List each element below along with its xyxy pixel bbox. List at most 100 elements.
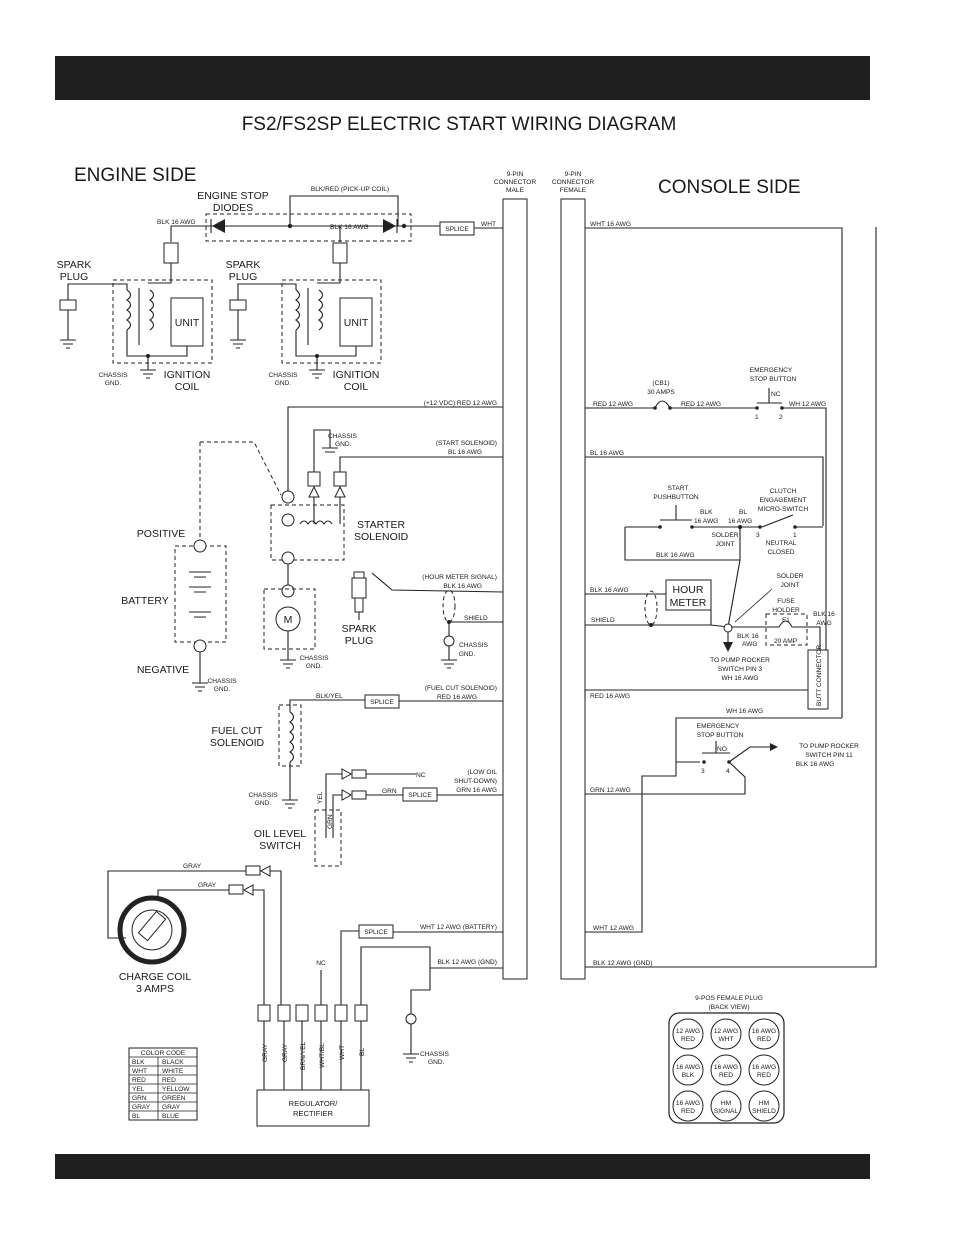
svg-text:3: 3	[756, 532, 760, 539]
console-blk-12-gnd: BLK 12 AWG (GND)	[585, 227, 877, 968]
svg-text:2: 2	[779, 414, 783, 421]
svg-text:CONNECTOR: CONNECTOR	[552, 179, 595, 186]
svg-text:BL: BL	[359, 1048, 366, 1056]
svg-text:PLUG: PLUG	[60, 271, 89, 283]
svg-text:BUTT CONNECTOR: BUTT CONNECTOR	[816, 644, 823, 706]
start-solenoid-wire: (START SOLENOID) BL 16 AWG CHASSIS GND.	[307, 429, 503, 498]
spark-plug-1: SPARK PLUG	[57, 259, 91, 349]
svg-text:JOINT: JOINT	[715, 541, 734, 548]
svg-text:COIL: COIL	[344, 381, 369, 393]
svg-text:BLK/YEL: BLK/YEL	[316, 693, 343, 700]
footer-bar	[55, 1154, 870, 1179]
svg-text:GND.: GND.	[275, 380, 292, 387]
svg-text:WHT: WHT	[718, 1036, 733, 1043]
svg-text:SPARK: SPARK	[342, 623, 377, 635]
butt-connector: BUTT CONNECTOR	[807, 644, 829, 710]
svg-text:SPLICE: SPLICE	[408, 792, 432, 799]
svg-text:IGNITION: IGNITION	[333, 369, 380, 381]
svg-text:12 AWG: 12 AWG	[676, 1028, 700, 1035]
svg-text:BLK 16 AWG: BLK 16 AWG	[443, 583, 482, 590]
svg-text:PUSHBUTTON: PUSHBUTTON	[653, 494, 699, 501]
clutch-micro-switch: CLUTCH ENGAGEMENT MICRO-SWITCH 3 1 NEUTR…	[756, 488, 823, 556]
blk-12-gnd-wire: BLK 12 AWG (GND) CHASSIS GND.	[360, 946, 503, 1066]
svg-text:M: M	[284, 614, 293, 626]
svg-text:WHT 12 AWG: WHT 12 AWG	[593, 925, 634, 932]
svg-text:IGNITION: IGNITION	[164, 369, 211, 381]
svg-text:HM: HM	[721, 1100, 731, 1107]
svg-text:16 AWG: 16 AWG	[752, 1064, 776, 1071]
svg-text:HM: HM	[759, 1100, 769, 1107]
svg-text:(HOUR METER SIGNAL): (HOUR METER SIGNAL)	[422, 574, 497, 581]
svg-text:WHT/BL: WHT/BL	[319, 1043, 326, 1068]
svg-text:START: START	[667, 485, 688, 492]
svg-text:9-PIN: 9-PIN	[565, 171, 582, 178]
svg-text:NEUTRAL: NEUTRAL	[766, 540, 797, 547]
svg-text:GND.: GND.	[306, 663, 323, 670]
svg-text:STOP BUTTON: STOP BUTTON	[750, 376, 797, 383]
svg-text:CHASSIS: CHASSIS	[459, 642, 489, 649]
svg-text:GND.: GND.	[428, 1059, 445, 1066]
svg-text:RED: RED	[681, 1036, 695, 1043]
svg-text:SOLDER: SOLDER	[711, 532, 738, 539]
svg-text:AWG: AWG	[742, 641, 758, 648]
svg-text:YEL: YEL	[317, 791, 324, 804]
svg-text:GRN 12 AWG: GRN 12 AWG	[590, 787, 631, 794]
svg-text:GND.: GND.	[459, 651, 476, 658]
svg-text:SWITCH PIN 3: SWITCH PIN 3	[718, 666, 763, 673]
solder-joint-2: SOLDER JOINT BLK 16 AWG TO PUMP ROCKER S…	[710, 573, 804, 682]
svg-text:RED: RED	[757, 1072, 771, 1079]
starter-solenoid: STARTER SOLENOID	[200, 441, 409, 585]
svg-text:16 AWG: 16 AWG	[728, 518, 752, 525]
svg-text:REGULATOR/: REGULATOR/	[289, 1099, 339, 1108]
console-bl-16: BL 16 AWG	[585, 450, 824, 526]
svg-text:GND.: GND.	[214, 686, 231, 693]
svg-text:RECTIFIER: RECTIFIER	[293, 1109, 334, 1118]
console-grn-12: GRN 12 AWG	[590, 787, 631, 794]
fuel-cut-solenoid: (FUEL CUT SOLENOID) RED 16 AWG BLK/YEL S…	[210, 685, 503, 809]
svg-text:1: 1	[793, 532, 797, 539]
spark-plug-2: SPARK PLUG	[226, 259, 260, 349]
svg-text:ENGINE STOP: ENGINE STOP	[197, 190, 269, 202]
svg-text:HOUR: HOUR	[673, 584, 704, 596]
console-wht-12: WHT 12 AWG	[585, 762, 677, 933]
svg-text:POSITIVE: POSITIVE	[137, 528, 185, 540]
svg-text:FEMALE: FEMALE	[560, 187, 587, 194]
svg-text:GRAY: GRAY	[262, 1043, 269, 1062]
header-bar	[55, 56, 870, 100]
svg-text:3: 3	[701, 768, 705, 775]
svg-text:NO: NO	[717, 746, 727, 753]
svg-text:BLK: BLK	[700, 509, 713, 516]
svg-text:CHASSIS: CHASSIS	[300, 655, 330, 662]
svg-text:(LOW OIL: (LOW OIL	[467, 769, 497, 776]
svg-text:GRN: GRN	[327, 814, 334, 829]
svg-text:CLOSED: CLOSED	[767, 549, 794, 556]
svg-text:CHARGE COIL: CHARGE COIL	[119, 971, 192, 983]
svg-text:RED 12 AWG: RED 12 AWG	[593, 401, 633, 408]
console-wh-16: WH 16 AWG	[675, 708, 842, 763]
emergency-stop-top: EMERGENCY STOP BUTTON NC 1 2 WH 12 AWG	[584, 367, 827, 699]
svg-text:GND.: GND.	[105, 380, 122, 387]
svg-text:FUEL CUT: FUEL CUT	[212, 725, 264, 737]
color-code-abbr: BL	[132, 1113, 140, 1120]
wht-12-battery-wire: WHT 12 AWG (BATTERY) SPLICE	[340, 924, 503, 1005]
svg-text:RED: RED	[757, 1036, 771, 1043]
svg-text:SOLDER: SOLDER	[776, 573, 803, 580]
color-code-abbr: BLK	[132, 1059, 145, 1066]
color-code-abbr: WHT	[132, 1068, 147, 1075]
svg-text:RED 12 AWG: RED 12 AWG	[681, 401, 721, 408]
svg-text:CHASSIS: CHASSIS	[269, 372, 299, 379]
svg-text:NC: NC	[771, 391, 781, 398]
circuit-breaker-cb1: (CB1) 30 AMPS RED 12 AWG RED 12 AWG	[585, 380, 757, 410]
svg-text:BLK 16 AWG: BLK 16 AWG	[796, 761, 835, 768]
svg-text:SOLENOID: SOLENOID	[210, 737, 265, 749]
battery: POSITIVE BATTERY NEGATIVE CHASSIS GND.	[121, 442, 237, 693]
svg-text:GRN 16 AWG: GRN 16 AWG	[456, 787, 497, 794]
nine-pos-female-plug: 9-POS FEMALE PLUG (BACK VIEW) 12 AWGRED1…	[668, 995, 785, 1124]
svg-text:(CB1): (CB1)	[652, 380, 669, 387]
svg-text:SIGNAL: SIGNAL	[714, 1108, 739, 1115]
male-connector-label: 9-PIN CONNECTOR MALE	[494, 171, 537, 194]
svg-text:METER: METER	[670, 597, 707, 609]
svg-text:BLK 16 AWG: BLK 16 AWG	[656, 552, 695, 559]
svg-text:BLK 16: BLK 16	[813, 611, 835, 618]
svg-text:OIL LEVEL: OIL LEVEL	[254, 828, 306, 840]
